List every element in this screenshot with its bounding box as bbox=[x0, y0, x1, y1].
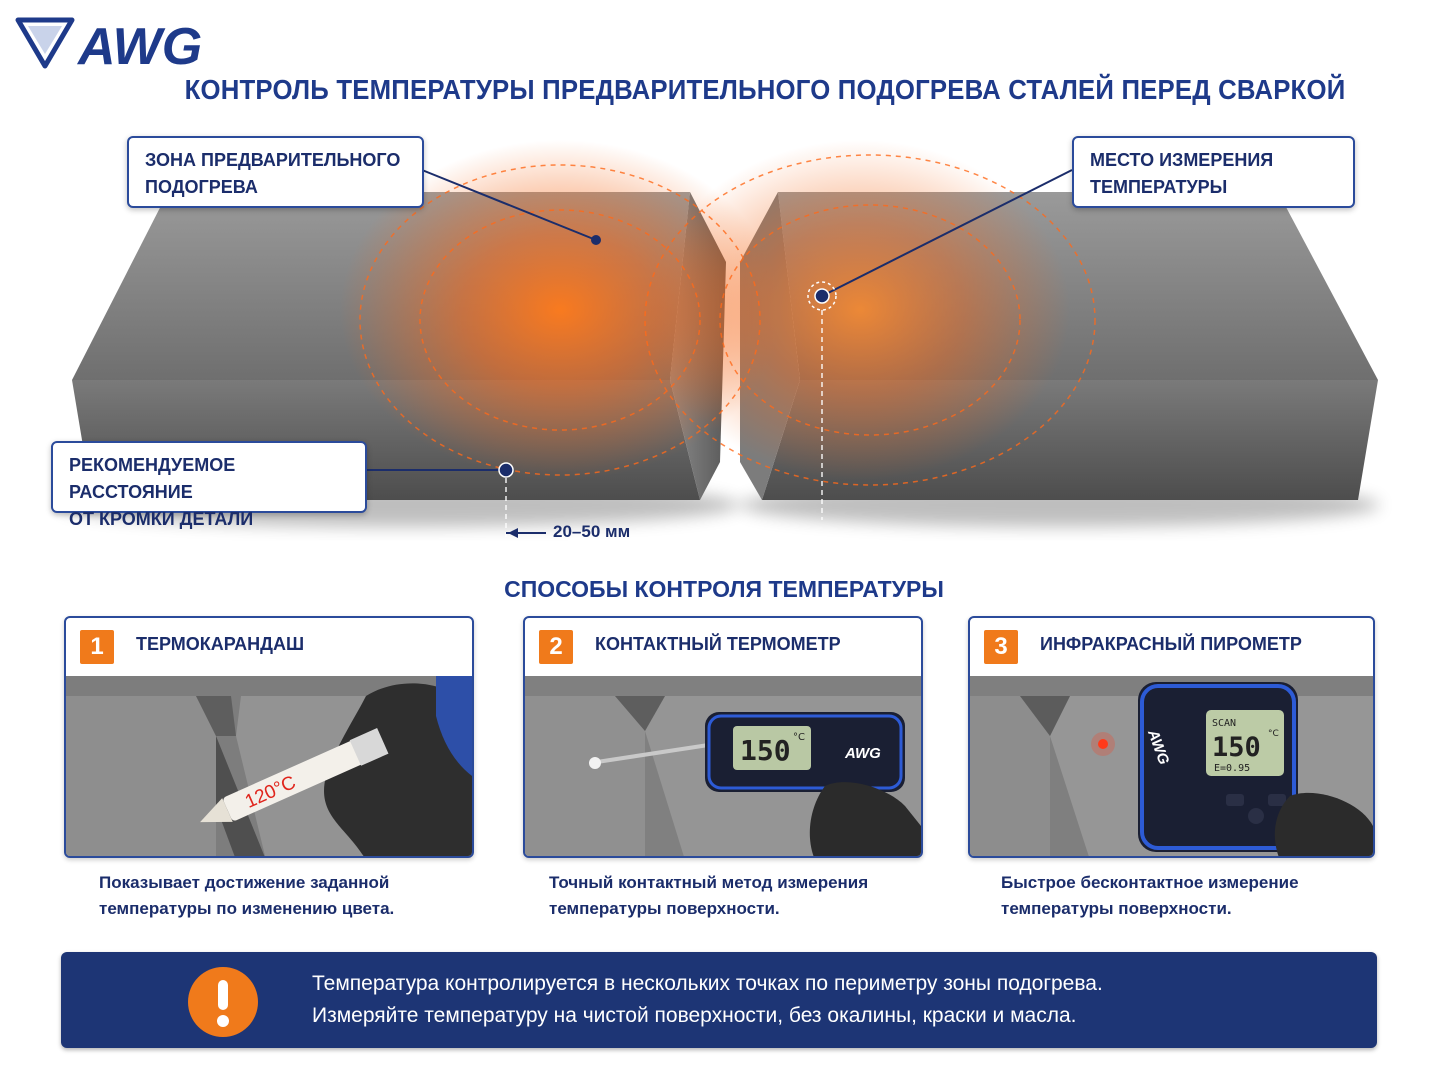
svg-text:°C: °C bbox=[1268, 729, 1279, 739]
edge-distance-callout: РЕКОМЕНДУЕМОЕ РАССТОЯНИЕ ОТ КРОМКИ ДЕТАЛ… bbox=[51, 441, 367, 529]
steel-plates-diagram bbox=[60, 140, 1380, 545]
device-logo: AWG bbox=[844, 745, 881, 762]
distance-dot bbox=[498, 462, 514, 478]
method-card-contact-thermometer: 2 КОНТАКТНЫЙ ТЕРМОМЕТР 150 °C AWG bbox=[523, 616, 923, 858]
method-number-badge: 1 bbox=[80, 630, 114, 664]
preheat-zone-callout: ЗОНА ПРЕДВАРИТЕЛЬНОГО ПОДОГРЕВА bbox=[127, 136, 424, 208]
distance-label: 20–50 мм bbox=[553, 522, 631, 541]
method-number-badge: 3 bbox=[984, 630, 1018, 664]
logo-text: AWG bbox=[76, 18, 202, 74]
emissivity-readout: E=0.95 bbox=[1214, 763, 1250, 774]
awg-logo: AWG bbox=[15, 17, 202, 74]
method-card-ir-pyrometer: 3 ИНФРАКРАСНЫЙ ПИРОМЕТР SCAN 150 °C E=0.… bbox=[968, 616, 1375, 858]
measure-point-dot bbox=[814, 288, 830, 304]
pyrometer-mode: SCAN bbox=[1212, 718, 1236, 729]
ir-pyrometer-illustration: SCAN 150 °C E=0.95 AWG bbox=[970, 676, 1373, 856]
methods-title: СПОСОБЫ КОНТРОЛЯ ТЕМПЕРАТУРЫ bbox=[504, 576, 944, 602]
method-title: ТЕРМОКАРАНДАШ bbox=[136, 634, 305, 654]
method-number-badge: 2 bbox=[539, 630, 573, 664]
thermometer-display: 150 bbox=[740, 734, 791, 767]
contact-thermometer-illustration: 150 °C AWG bbox=[525, 676, 921, 856]
exclamation-icon bbox=[188, 967, 258, 1037]
notice-banner bbox=[61, 952, 1377, 1048]
method-card-thermocrayon: 1 ТЕРМОКАРАНДАШ 120°C bbox=[64, 616, 474, 858]
method-title: КОНТАКТНЫЙ ТЕРМОМЕТР bbox=[595, 634, 841, 654]
pyrometer-display: 150 bbox=[1212, 732, 1261, 763]
method-title: ИНФРАКРАСНЫЙ ПИРОМЕТР bbox=[1040, 634, 1302, 654]
svg-text:°C: °C bbox=[793, 732, 805, 743]
notice-text: Температура контролируется в нескольких … bbox=[312, 972, 1103, 1027]
page-title: КОНТРОЛЬ ТЕМПЕРАТУРЫ ПРЕДВАРИТЕЛЬНОГО ПО… bbox=[184, 74, 1346, 105]
thermocrayon-illustration: 120°C bbox=[66, 676, 472, 856]
measurement-point-callout: МЕСТО ИЗМЕРЕНИЯ ТЕМПЕРАТУРЫ bbox=[1072, 136, 1355, 208]
preheat-zone-dot bbox=[591, 235, 601, 245]
